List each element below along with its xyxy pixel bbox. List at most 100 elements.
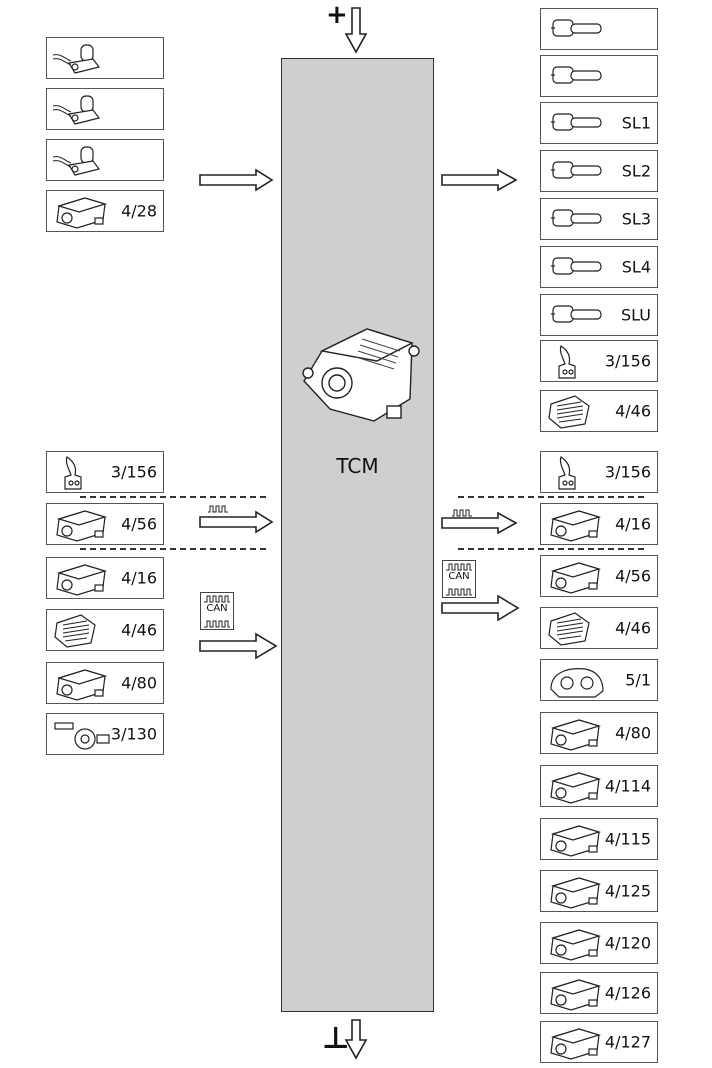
component-label: 3/156 (110, 462, 157, 482)
component-box: 5/1 (540, 659, 658, 701)
can-wave-icon (446, 563, 472, 596)
component-label: 4/80 (121, 673, 157, 693)
can-label: CAN (206, 603, 228, 614)
solenoid-icon (545, 298, 607, 336)
solenoid-icon (545, 250, 607, 288)
module-icon (56, 669, 108, 701)
cluster-icon (550, 668, 604, 698)
component-label: 4/46 (121, 620, 157, 640)
solenoid-icon (551, 66, 602, 84)
can-arrow-icon (441, 594, 520, 622)
module-icon (51, 666, 113, 706)
solenoid-icon (551, 161, 602, 179)
component-box: 4/114 (540, 765, 658, 807)
module-icon (550, 979, 602, 1011)
switch-icon (54, 722, 110, 750)
ecu-icon (548, 612, 590, 646)
ecu-icon (54, 614, 96, 648)
module-icon (545, 507, 607, 547)
component-label: 3/156 (604, 351, 651, 371)
component-box: 3/156 (46, 451, 164, 493)
tcm-unit-icon (302, 328, 420, 422)
ecu-icon (545, 611, 593, 651)
selector-lever-icon (51, 455, 95, 495)
output-arrow-icon (441, 168, 518, 192)
component-box: 4/56 (46, 503, 164, 545)
pulse-icon (452, 509, 472, 517)
solenoid-icon (545, 154, 607, 192)
solenoid-icon (551, 209, 602, 227)
ground-label: ⊥ (322, 1021, 350, 1056)
module-icon (550, 772, 602, 804)
component-box (540, 55, 658, 97)
component-box: 4/127 (540, 1021, 658, 1063)
selector-lever-icon (558, 456, 576, 490)
pulse-icon (208, 505, 228, 513)
component-label: 4/127 (604, 1032, 651, 1052)
selector-lever-icon (545, 344, 589, 384)
separator-line (80, 548, 266, 550)
component-label: 4/115 (604, 829, 651, 849)
solenoid-icon (551, 305, 602, 323)
module-icon (550, 825, 602, 857)
component-box: SL1 (540, 102, 658, 144)
solenoid-icon (545, 106, 607, 144)
can-wave-icon (204, 595, 230, 628)
component-box (46, 139, 164, 181)
can-label: CAN (448, 571, 470, 582)
component-box: SL3 (540, 198, 658, 240)
module-icon (550, 929, 602, 961)
component-box: 4/115 (540, 818, 658, 860)
component-box: 4/120 (540, 922, 658, 964)
component-box: 4/80 (46, 662, 164, 704)
module-icon (545, 769, 607, 809)
component-box: 4/28 (46, 190, 164, 232)
signal-arrow-icon (199, 510, 274, 534)
selector-lever-icon (64, 456, 82, 490)
component-label: 4/56 (121, 514, 157, 534)
component-label: 4/125 (604, 881, 651, 901)
solenoid-icon (545, 59, 607, 97)
component-label: 4/16 (121, 568, 157, 588)
separator-line (458, 496, 644, 498)
component-label: 4/46 (615, 618, 651, 638)
component-label: SL3 (621, 209, 651, 229)
component-box (46, 37, 164, 79)
tcm-block: TCM (281, 58, 434, 1012)
component-box: 4/56 (540, 555, 658, 597)
selector-lever-icon (558, 345, 576, 379)
sensor-icon (52, 146, 101, 176)
module-icon (545, 822, 607, 862)
sensor-icon (51, 143, 113, 183)
module-icon (545, 976, 607, 1016)
separator-line (458, 548, 644, 550)
component-box (46, 88, 164, 130)
can-arrow-icon (199, 632, 278, 660)
module-icon (51, 194, 113, 234)
component-label: SL1 (621, 113, 651, 133)
sensor-icon (51, 41, 113, 81)
component-box: 4/80 (540, 712, 658, 754)
solenoid-icon (551, 257, 602, 275)
solenoid-icon (551, 19, 602, 37)
input-arrow-icon (199, 168, 274, 192)
can-bus-symbol: CAN (442, 560, 476, 598)
component-label: 4/46 (615, 401, 651, 421)
component-box: 4/16 (46, 557, 164, 599)
component-box: 4/125 (540, 870, 658, 912)
module-icon (550, 877, 602, 909)
supply-arrow-icon (344, 7, 368, 54)
plus-label: + (326, 0, 348, 30)
component-box: 4/46 (540, 607, 658, 649)
ecu-icon (545, 394, 593, 434)
module-icon (550, 510, 602, 542)
component-box: 3/156 (540, 340, 658, 382)
module-icon (56, 510, 108, 542)
component-label: 4/80 (615, 723, 651, 743)
component-label: 3/156 (604, 462, 651, 482)
module-icon (545, 874, 607, 914)
ecu-icon (51, 613, 99, 653)
component-label: 4/120 (604, 933, 651, 953)
tcm-label: TCM (336, 454, 379, 478)
can-bus-symbol: CAN (200, 592, 234, 630)
